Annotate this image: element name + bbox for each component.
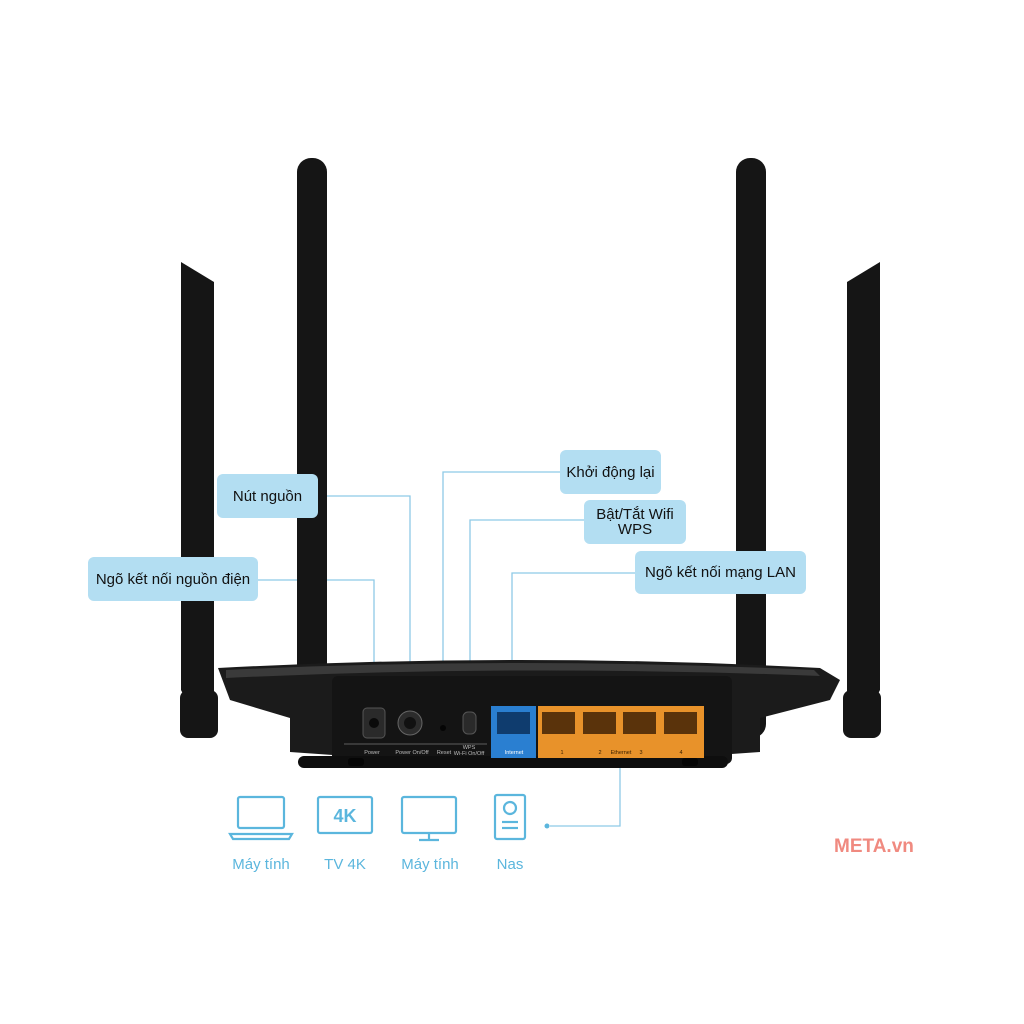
monitor-icon — [400, 795, 458, 842]
label-lan3: 3 — [639, 750, 642, 756]
callout-power-button-text: Nút nguồn — [232, 487, 303, 505]
label-internet: Internet — [505, 750, 524, 756]
antenna-right — [736, 158, 766, 738]
label-reset: Reset — [437, 750, 452, 756]
watermark-logo: META.vn — [834, 836, 914, 857]
wps-button — [462, 711, 477, 735]
callout-wps-line2: WPS — [617, 521, 653, 538]
antennas — [180, 158, 881, 738]
tv-4k-icon — [316, 795, 374, 835]
nas-icon — [493, 793, 527, 841]
callout-reset-text: Khởi động lại — [566, 463, 655, 481]
label-ethernet: Ethernet — [611, 750, 632, 756]
callout-power-button: Nút nguồn — [217, 474, 318, 518]
label-lan2: 2 — [598, 750, 601, 756]
laptop-icon — [228, 795, 294, 841]
label-power-onoff: Power On/Off — [395, 750, 429, 756]
label-wifi-onoff: Wi-Fi On/Off — [454, 751, 485, 757]
device-label-nas: Nas — [496, 856, 524, 873]
reset-hole — [440, 725, 446, 731]
device-label-monitor: Máy tính — [401, 856, 459, 873]
device-icons — [228, 793, 527, 842]
label-power: Power — [364, 750, 380, 756]
rear-panel — [344, 706, 704, 758]
callout-power-port-text: Ngõ kết nối nguồn điện — [95, 570, 251, 588]
callout-reset: Khởi động lại — [560, 450, 661, 494]
callout-lines — [255, 471, 636, 827]
panel-text: Power Power On/Off Reset WPS Wi-Fi On/Of… — [364, 745, 682, 757]
device-label-laptop: Máy tính — [232, 856, 290, 873]
label-wps: WPS — [463, 745, 476, 751]
tv-4k-badge: 4K — [333, 806, 356, 826]
label-lan1: 1 — [560, 750, 563, 756]
antenna-left — [297, 158, 327, 738]
callout-wps: Bật/Tắt Wifi WPS — [584, 500, 686, 544]
callout-lan-text: Ngõ kết nối mạng LAN — [645, 564, 796, 581]
callout-lan: Ngõ kết nối mạng LAN — [635, 551, 806, 594]
label-lan4: 4 — [679, 750, 682, 756]
connector-dot — [544, 823, 550, 829]
callout-wps-line1: Bật/Tắt Wifi — [596, 506, 674, 523]
callout-power-port: Ngõ kết nối nguồn điện — [88, 557, 258, 601]
antenna-far-left — [181, 262, 214, 700]
device-label-tv: TV 4K — [324, 856, 366, 873]
antenna-far-right — [847, 262, 880, 700]
